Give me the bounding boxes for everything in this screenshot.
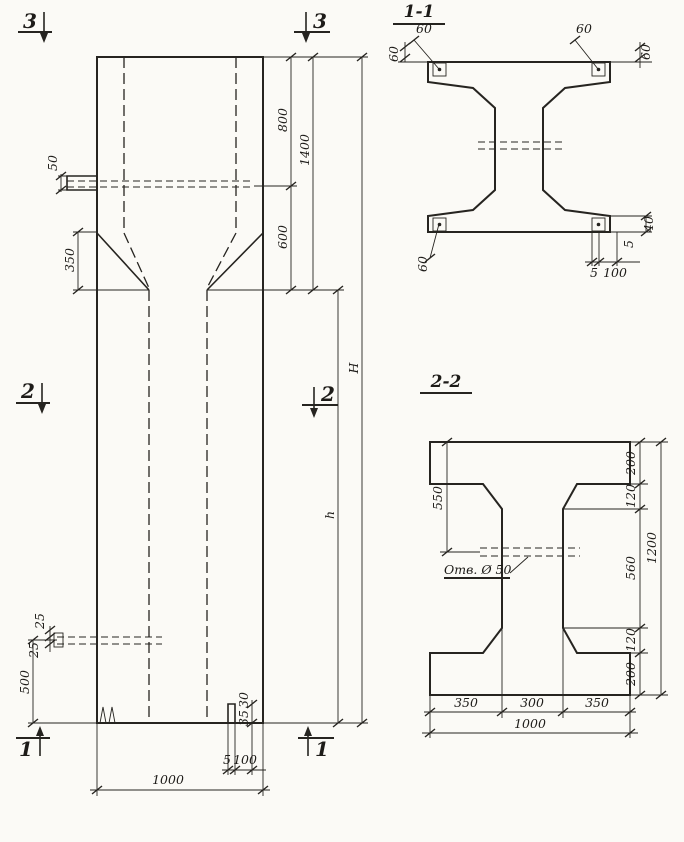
cut-mark-2-left-label: 2: [20, 379, 35, 403]
s2-dim-560: 560: [623, 556, 638, 580]
s1-dim-60-right: 60: [638, 44, 653, 60]
elevation-hidden-edges: [57, 57, 254, 721]
s1-dim-5-right: 5: [621, 240, 636, 248]
dim-500: 500: [17, 670, 32, 694]
section-cut-marks: 3 3 2 2 1: [16, 9, 338, 761]
section-2-2-dimension-labels: 550 200 120 560 120 200 1200 350 300 350…: [430, 451, 659, 731]
dim-35: 35: [236, 710, 251, 726]
dim-h: h: [322, 511, 337, 519]
dim-50: 50: [45, 155, 60, 171]
s2-dim-350-left: 350: [454, 695, 478, 710]
elevation-dimension-labels: 800 600 1400 h H 50 350 500 25 25 30 35 …: [17, 108, 361, 787]
dim-30: 30: [236, 692, 251, 708]
s2-hole-label: Отв. Ø 50: [444, 562, 511, 577]
dim-25-a: 25: [32, 613, 47, 630]
dim-350: 350: [62, 248, 77, 272]
dim-5: 5: [223, 752, 231, 767]
cut-mark-2-right-label: 2: [320, 382, 335, 406]
dim-1400: 1400: [297, 134, 312, 166]
dim-100: 100: [233, 752, 257, 767]
s2-dim-300: 300: [520, 695, 544, 710]
cut-mark-1-right: 1: [298, 726, 334, 761]
section-2-2: 2-2 550 200 120: [420, 372, 668, 738]
s1-dim-40-right: 40: [641, 216, 656, 233]
s1-dim-60-top-right: 60: [576, 21, 592, 36]
s2-dim-550: 550: [430, 486, 445, 510]
s2-dim-120-bottom: 120: [623, 628, 638, 652]
s1-dim-5-bottom: 5: [590, 265, 598, 280]
cut-mark-3-right: 3: [294, 9, 330, 43]
dim-1000: 1000: [152, 772, 184, 787]
dim-800: 800: [275, 108, 290, 132]
s1-dim-60-left: 60: [386, 46, 401, 62]
dim-25-b: 25: [26, 642, 41, 659]
cut-mark-1-right-label: 1: [315, 737, 329, 761]
section-2-2-title: 2-2: [430, 372, 462, 392]
cut-mark-2-left: 2: [16, 379, 50, 414]
cut-mark-1-left-label: 1: [19, 737, 33, 761]
cut-mark-1-left: 1: [16, 726, 50, 761]
s2-dim-350-right: 350: [585, 695, 609, 710]
elevation-dimension-lines: [27, 52, 368, 796]
section-1-1-dimension-lines: [398, 35, 652, 267]
section-2-2-dimension-lines: [422, 437, 668, 738]
elevation-outline: [53, 56, 264, 724]
s1-dim-60-top-left: 60: [416, 21, 432, 36]
s2-dim-1000: 1000: [514, 716, 546, 731]
cut-mark-2-right: 2: [302, 382, 338, 418]
s2-dim-200-top: 200: [623, 451, 638, 476]
dim-600: 600: [275, 225, 290, 249]
cut-mark-3-left-label: 3: [23, 9, 37, 33]
s1-dim-100-bottom: 100: [603, 265, 627, 280]
cut-mark-3-right-label: 3: [313, 9, 327, 33]
s2-dim-200-bottom: 200: [623, 662, 638, 687]
cut-mark-3-left: 3: [18, 9, 52, 43]
section-1-1-dimension-labels: 60 60 60 60 60 5 100 40 5: [386, 21, 656, 280]
elevation-view: 800 600 1400 h H 50 350 500 25 25 30 35 …: [16, 9, 368, 796]
dim-H: H: [346, 361, 361, 374]
section-1-1-outline: [427, 61, 611, 233]
s2-dim-120-top: 120: [623, 484, 638, 508]
s2-dim-1200: 1200: [644, 532, 659, 564]
s1-dim-60-bottom-left: 60: [415, 256, 430, 272]
section-1-1-title: 1-1: [404, 2, 435, 22]
section-1-1: 1-1 60 60 60 60 60: [386, 2, 656, 280]
